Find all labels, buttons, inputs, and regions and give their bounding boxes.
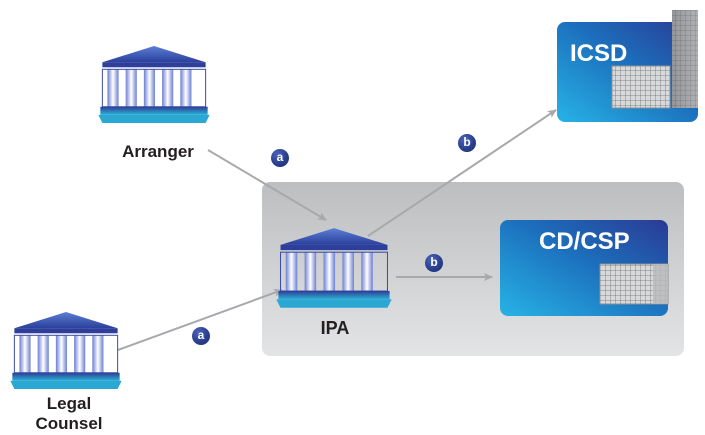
cdcsp-title: CD/CSP bbox=[539, 228, 630, 255]
arranger-label: Arranger bbox=[122, 142, 194, 161]
icsd-box bbox=[557, 10, 698, 122]
cdcsp-box bbox=[500, 220, 669, 316]
arrow-ipa-to-icsd bbox=[367, 109, 557, 237]
badge-arranger-to-ipa: a bbox=[271, 149, 289, 167]
server-grid-icon bbox=[612, 66, 670, 108]
legal-counsel-label: Legal Counsel bbox=[35, 394, 103, 433]
arrow-arranger-to-ipa bbox=[207, 149, 327, 221]
ipa-label: IPA bbox=[320, 318, 350, 338]
arrow-counsel-to-ipa bbox=[117, 288, 283, 351]
badge-counsel-to-ipa: a bbox=[192, 327, 210, 345]
badge-ipa-to-cdcsp: b bbox=[425, 254, 443, 272]
icsd-title: ICSD bbox=[570, 40, 628, 67]
legal-counsel-bank-icon bbox=[10, 311, 122, 390]
badge-ipa-to-icsd: b bbox=[458, 134, 476, 152]
arranger-bank-icon bbox=[98, 45, 210, 124]
